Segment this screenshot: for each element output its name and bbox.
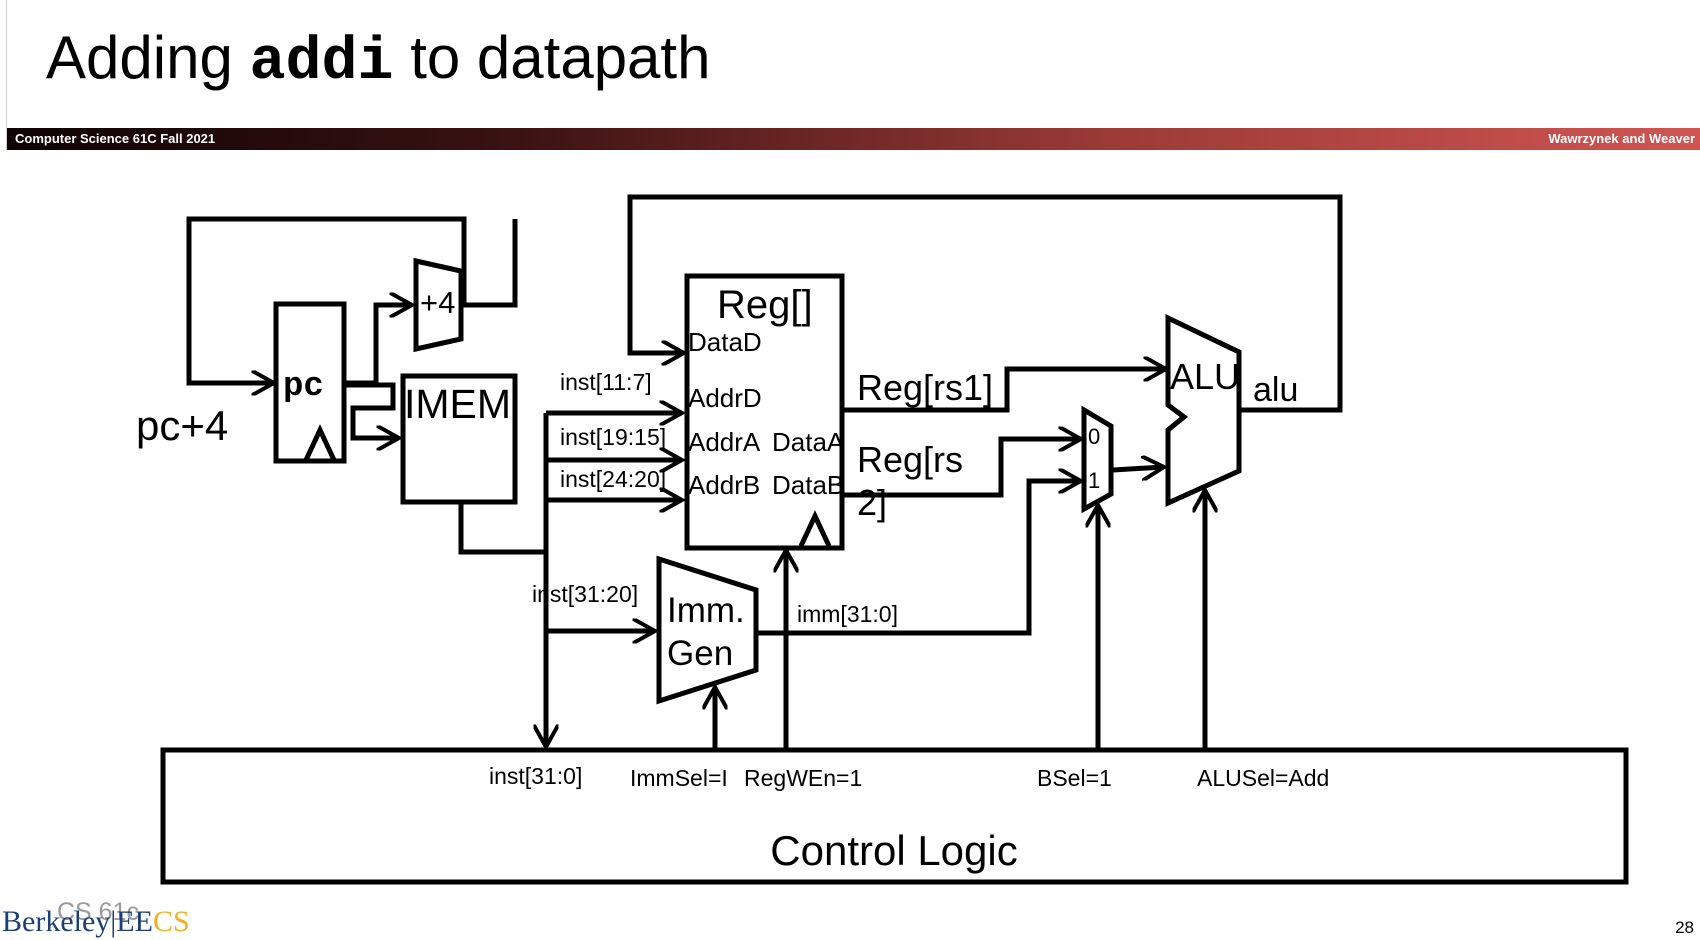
logo-cs: CS (152, 905, 190, 938)
alu-output-label: alu (1253, 371, 1298, 409)
alu-shape (1165, 314, 1242, 507)
mux-input-0-label: 0 (1088, 424, 1100, 449)
wire-rs2-to-mux (844, 439, 1081, 498)
logo-berkeley: Berkeley (2, 905, 111, 938)
control-logic-block (160, 747, 1629, 885)
footer-course-label: CS 61c (57, 898, 139, 926)
regfile-port-addra: AddrA (688, 427, 761, 457)
alusel-label: ALUSel=Add (1197, 765, 1329, 791)
inst-31-20-label: inst[31:20] (532, 581, 638, 607)
banner-course-name: Computer Science 61C Fall 2021 (15, 131, 216, 146)
inst-11-7-label: inst[11:7] (560, 369, 652, 395)
wire-pc-to-imem (346, 382, 399, 438)
inst-19-15-label: inst[19:15] (560, 424, 666, 450)
pc-adder-shape (413, 257, 464, 353)
title-suffix: to datapath (393, 24, 711, 91)
pc-clock-icon (303, 424, 337, 462)
pc-register (273, 301, 347, 464)
wire-imem-out (458, 504, 546, 555)
imem-block (400, 373, 518, 505)
regfile-clock-icon (798, 510, 832, 548)
pc-label: pc (283, 368, 324, 406)
imm-gen-label-line1: Imm. (667, 591, 745, 630)
inst-24-20-label: inst[24:20] (560, 466, 666, 492)
course-banner: Computer Science 61C Fall 2021 Wawrzynek… (7, 128, 1700, 150)
wire-rs1-to-alu (844, 369, 1166, 413)
wire-writeback (627, 194, 1343, 413)
adder-label: +4 (420, 285, 455, 320)
regfile-title: Reg[] (717, 283, 813, 327)
regfile-port-datad: DataD (688, 327, 762, 357)
reg-rs1-label: Reg[rs1] (857, 367, 993, 408)
berkeley-eecs-logo: Berkeley|EECS (2, 905, 190, 939)
logo-separator: | (110, 905, 117, 938)
banner-instructors: Wawrzynek and Weaver (1548, 131, 1695, 146)
regfile-port-addrd: AddrD (688, 383, 762, 413)
logo-ee: EE (116, 905, 153, 938)
wire-mux-to-alu (1112, 467, 1164, 470)
bsel-label: BSel=1 (1037, 765, 1112, 791)
imm-gen-shape (656, 555, 759, 705)
imem-label: IMEM (404, 381, 511, 427)
control-logic-label: Control Logic (770, 827, 1017, 874)
b-mux-shape (1081, 405, 1114, 514)
imm-gen-label-line2: Gen (667, 634, 733, 673)
regwen-label: RegWEn=1 (744, 765, 862, 791)
slide-title: Adding addi to datapath (46, 22, 710, 99)
imm-label: imm[31:0] (797, 601, 898, 627)
register-file (684, 273, 845, 551)
mux-input-1-label: 1 (1088, 468, 1100, 493)
regfile-port-dataa: DataA (772, 427, 845, 457)
title-prefix: Adding (46, 24, 250, 91)
wire-pc-next (186, 216, 518, 383)
inst-31-0-label: inst[31:0] (489, 763, 582, 789)
wire-imm-to-mux (757, 481, 1081, 636)
title-code: addi (249, 29, 394, 97)
reg-rs2-label-line2: 2] (857, 482, 887, 523)
alu-label: ALU (1170, 356, 1240, 397)
slide-number: 28 (1675, 918, 1694, 937)
regfile-port-datab: DataB (772, 470, 844, 500)
pc-plus4-label: pc+4 (136, 402, 228, 449)
regfile-port-addrb: AddrB (688, 470, 760, 500)
reg-rs2-label-line1: Reg[rs (857, 439, 963, 480)
wire-pc-to-adder (346, 305, 412, 386)
immsel-label: ImmSel=I (630, 765, 728, 791)
slide-left-rule (6, 0, 7, 150)
